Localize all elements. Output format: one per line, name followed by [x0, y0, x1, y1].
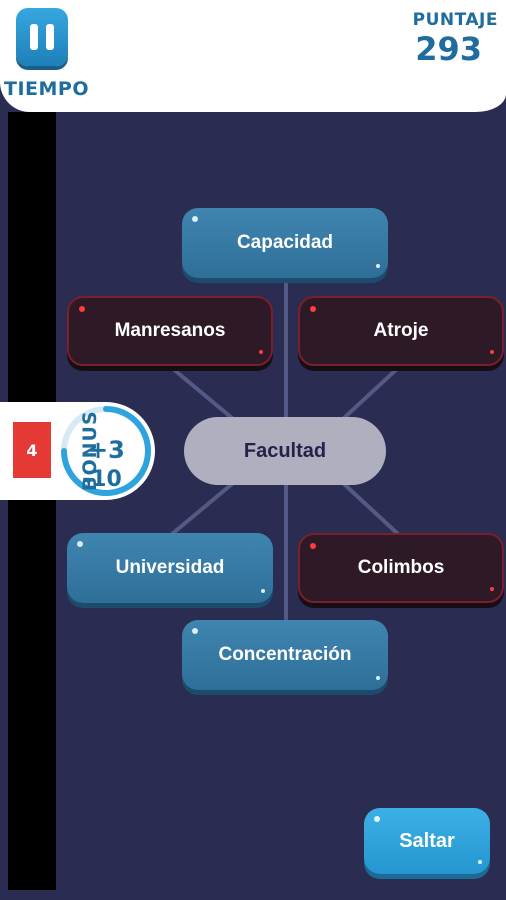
shine-dot	[490, 350, 494, 354]
shine-dot	[310, 306, 316, 312]
shine-dot	[376, 264, 380, 268]
pause-button[interactable]	[16, 8, 68, 66]
option-label: Capacidad	[236, 232, 334, 253]
pause-icon	[46, 24, 54, 50]
shine-dot	[374, 816, 380, 822]
shine-dot	[261, 589, 265, 593]
shine-dot	[490, 587, 494, 591]
option-atroje[interactable]: Atroje	[298, 296, 504, 366]
bonus-ring-icon	[61, 406, 151, 496]
timer-label: TIEMPO	[4, 78, 89, 100]
bonus-minus-value: -10	[82, 467, 122, 492]
score-value: 293	[415, 30, 482, 68]
shine-dot	[77, 541, 83, 547]
shine-dot	[310, 543, 316, 549]
skip-label: Saltar	[399, 829, 455, 852]
option-concentracion[interactable]: Concentración	[182, 620, 388, 690]
score-label: PUNTAJE	[412, 10, 498, 30]
option-capacidad[interactable]: Capacidad	[182, 208, 388, 278]
option-colimbos[interactable]: Colimbos	[298, 533, 504, 603]
target-word: Facultad	[184, 417, 386, 485]
header-bar: TIEMPO PUNTAJE 293	[0, 0, 506, 112]
option-manresanos[interactable]: Manresanos	[67, 296, 273, 366]
option-universidad[interactable]: Universidad	[67, 533, 273, 603]
shine-dot	[192, 216, 198, 222]
shine-dot	[478, 860, 482, 864]
option-label: Manresanos	[114, 320, 226, 341]
option-label: Colimbos	[357, 557, 445, 578]
bonus-plus-value: +3	[88, 436, 125, 464]
level-badge: 4	[13, 422, 51, 478]
skip-button[interactable]: Saltar	[364, 808, 490, 874]
option-label: Universidad	[115, 557, 225, 578]
shine-dot	[376, 676, 380, 680]
pause-icon	[30, 24, 38, 50]
shine-dot	[259, 350, 263, 354]
timer-bar	[8, 112, 56, 890]
shine-dot	[79, 306, 85, 312]
option-label: Concentración	[218, 644, 352, 665]
option-label: Atroje	[373, 320, 429, 341]
shine-dot	[192, 628, 198, 634]
